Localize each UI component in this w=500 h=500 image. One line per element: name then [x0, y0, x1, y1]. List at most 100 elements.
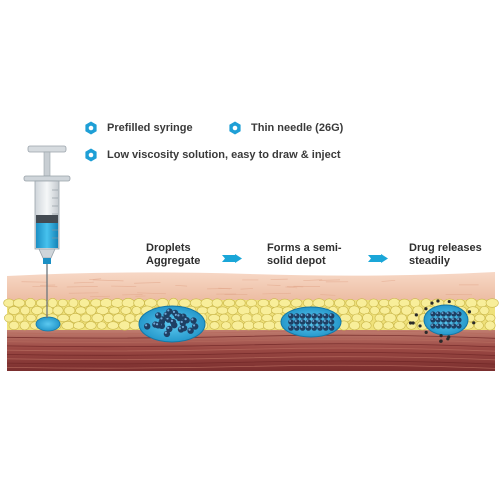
drug-particle-highlight: [306, 326, 309, 328]
drug-particle-highlight: [329, 314, 332, 316]
drug-particle-highlight: [457, 324, 459, 326]
drug-particle-highlight: [312, 326, 315, 328]
fat-cell: [63, 305, 76, 316]
fat-cell: [189, 298, 203, 308]
skin-streak: [303, 279, 323, 281]
drug-particle: [440, 323, 446, 329]
drug-particle-highlight: [431, 324, 433, 326]
step-droplets-aggregate: Droplets Aggregate: [146, 242, 200, 268]
released-drug-particle: [411, 321, 415, 325]
released-drug-particle: [424, 330, 428, 334]
fat-cell: [211, 298, 223, 308]
fat-layer: [3, 297, 499, 331]
drug-particle: [430, 323, 436, 329]
drug-particle: [435, 311, 441, 317]
drug-particle-highlight: [188, 328, 191, 331]
drug-particle-highlight: [451, 324, 454, 326]
skin-streak: [240, 288, 254, 290]
drug-particle-highlight: [436, 312, 439, 314]
fat-cell: [14, 313, 25, 323]
drug-particle-highlight: [177, 314, 180, 317]
drug-particle-highlight: [457, 318, 459, 320]
step-line-1: Drug releases: [409, 242, 482, 254]
fat-cell: [303, 298, 314, 308]
step-line-1: Droplets: [146, 242, 191, 254]
fat-cell: [25, 314, 37, 322]
drug-particle-highlight: [323, 326, 326, 328]
fat-cell: [270, 306, 284, 315]
depot-semi-solid: [280, 306, 342, 338]
fat-cell: [209, 321, 220, 330]
fat-cell: [362, 312, 373, 324]
skin-streak: [134, 282, 161, 284]
drug-particle: [144, 323, 151, 330]
fat-cell: [7, 306, 21, 315]
drug-particle-highlight: [323, 314, 326, 316]
fat-cell: [454, 298, 466, 308]
drug-particle-highlight: [170, 319, 174, 323]
drug-particle: [456, 311, 462, 317]
drug-particle-highlight: [300, 326, 303, 328]
step-line-2: steadily: [409, 255, 450, 267]
muscle-layer: [7, 325, 495, 371]
drug-particle: [190, 317, 197, 324]
fat-cell: [57, 313, 70, 323]
fat-cell: [257, 299, 270, 307]
fat-cell: [41, 305, 54, 316]
drug-particle-highlight: [144, 324, 148, 327]
drug-particle-highlight: [441, 324, 444, 326]
drug-particle: [305, 319, 312, 325]
fat-cell: [290, 298, 303, 308]
drug-particle-highlight: [436, 318, 439, 320]
fat-cell: [8, 321, 20, 330]
fat-cell: [227, 306, 238, 315]
fat-cell: [107, 321, 119, 330]
syringe-icon: [23, 145, 71, 318]
fat-cell: [121, 298, 135, 308]
drug-particle: [440, 311, 446, 317]
drug-particle-highlight: [318, 314, 320, 316]
fat-cell: [72, 321, 85, 330]
fat-cell: [108, 306, 120, 315]
feature-label: Thin needle (26G): [251, 122, 344, 134]
muscle-fiber: [6, 360, 496, 365]
fat-cell: [345, 299, 356, 307]
drug-particle-highlight: [178, 327, 182, 330]
fat-cell: [131, 306, 142, 315]
fat-cell: [382, 321, 394, 330]
fat-cell: [200, 298, 214, 308]
drug-particle-highlight: [318, 320, 320, 322]
fat-cell: [52, 305, 64, 316]
fat-cell: [69, 312, 82, 324]
drug-particle: [446, 317, 452, 323]
drug-particle-highlight: [431, 318, 433, 320]
fat-cell: [102, 313, 114, 323]
drug-particle: [191, 323, 199, 330]
depot-releasing: [408, 299, 476, 343]
drug-particle: [294, 319, 300, 325]
drug-particle: [169, 318, 177, 326]
fat-cell: [96, 321, 107, 330]
fat-cell: [231, 320, 245, 331]
fat-cell: [219, 313, 230, 323]
drug-particle-highlight: [153, 322, 156, 325]
muscle-fiber: [6, 343, 496, 348]
skin-streak: [89, 278, 102, 281]
drug-particle-highlight: [300, 314, 303, 316]
drug-particle: [180, 324, 188, 332]
released-drug-particle: [436, 299, 440, 303]
fat-cell: [80, 313, 92, 323]
drug-particle-highlight: [323, 320, 326, 322]
drug-particle-highlight: [184, 317, 187, 321]
drug-particle: [305, 325, 312, 331]
fat-cell: [178, 298, 191, 308]
drug-particle-highlight: [329, 326, 332, 328]
fat-cell: [269, 298, 280, 308]
muscle-fibers: [6, 330, 496, 369]
released-drug-particle: [424, 307, 428, 311]
skin-streak: [320, 294, 336, 296]
drug-particle: [288, 325, 294, 331]
skin-streak: [73, 281, 94, 284]
fat-cell: [231, 314, 242, 322]
fat-cell: [474, 313, 486, 323]
